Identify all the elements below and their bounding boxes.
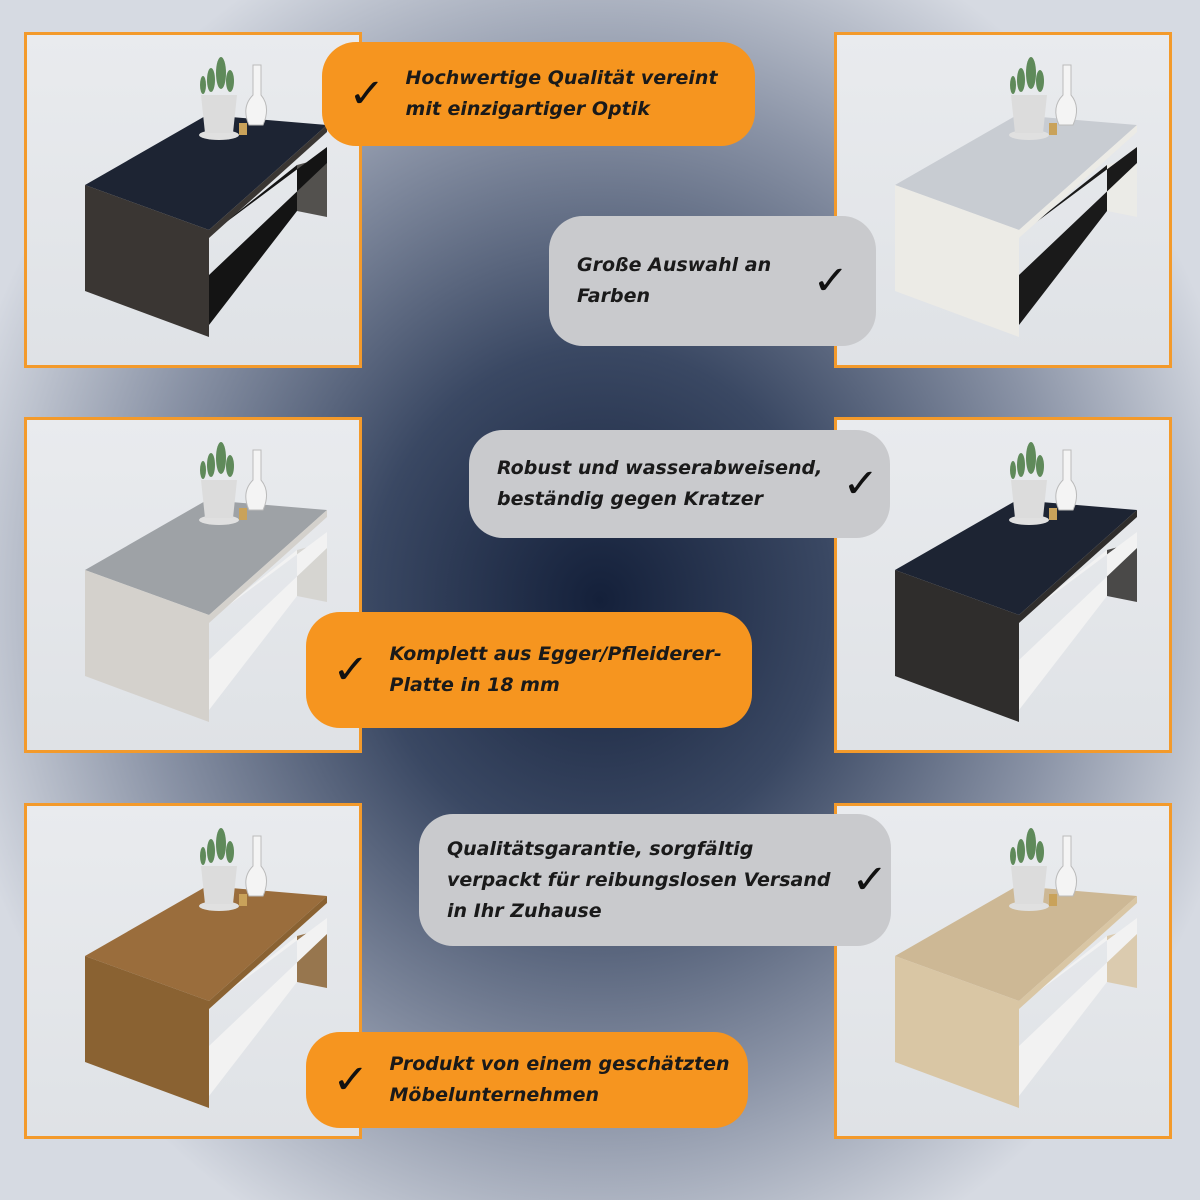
feature-text-line: in Ihr Zuhause <box>447 899 602 922</box>
diffuser <box>239 508 247 520</box>
plant-pot <box>201 95 237 133</box>
product-image-black-white <box>834 417 1172 753</box>
table-shelf <box>209 532 327 710</box>
plant-icon <box>200 828 234 865</box>
vase <box>1055 835 1077 897</box>
table-top <box>895 115 1137 230</box>
feature-badge-4: ✓ Komplett aus Egger/Pfleiderer- Platte in… <box>306 612 752 728</box>
diffuser <box>1049 508 1057 520</box>
vase <box>245 835 267 897</box>
table-shelf <box>1019 918 1137 1096</box>
check-icon: ✓ <box>842 461 880 507</box>
table-side-panel <box>895 956 1019 1108</box>
check-icon: ✓ <box>332 1057 370 1103</box>
table-side-panel <box>85 956 209 1108</box>
plant-pot <box>1011 866 1047 904</box>
feature-text-line: Qualitätsgarantie, sorgfältig <box>447 837 754 860</box>
feature-text-line: verpackt für reibungslosen Versand <box>447 868 831 891</box>
feature-text: Große Auswahl an Farben <box>577 250 771 312</box>
feature-badge-5: Qualitätsgarantie, sorgfältig verpackt fü… <box>419 814 891 946</box>
diffuser <box>239 894 247 906</box>
check-icon: ✓ <box>812 258 850 304</box>
feature-text: Qualitätsgarantie, sorgfältig verpackt fü… <box>447 834 831 927</box>
feature-text-line: Möbelunternehmen <box>389 1084 600 1106</box>
plant-pot <box>1011 480 1047 518</box>
plant-icon <box>200 442 234 479</box>
vase <box>1055 64 1077 126</box>
coffee-table-illustration <box>85 442 327 722</box>
product-image-black <box>24 32 362 368</box>
coffee-table-illustration <box>895 828 1137 1108</box>
feature-text-line: Komplett aus Egger/Pfleiderer- <box>389 643 722 665</box>
table-shelf <box>1019 147 1137 325</box>
table-top-edge <box>209 896 327 1009</box>
plant-icon <box>200 57 234 94</box>
plant-icon <box>1010 828 1044 865</box>
plant-pot <box>201 866 237 904</box>
feature-text-line: beständig gegen Kratzer <box>497 488 763 510</box>
plant-pot <box>201 480 237 518</box>
feature-text-line: Produkt von einem geschätzten <box>389 1053 730 1075</box>
table-top-edge <box>1019 510 1137 623</box>
plant-icon <box>1010 57 1044 94</box>
vase <box>245 64 267 126</box>
product-image-concrete <box>24 417 362 753</box>
diffuser <box>1049 123 1057 135</box>
table-top-edge <box>1019 125 1137 238</box>
table-top <box>85 886 327 1001</box>
product-image-oak-dark <box>24 803 362 1139</box>
table-top <box>895 886 1137 1001</box>
table-shelf <box>209 918 327 1096</box>
table-top-edge <box>209 510 327 623</box>
table-side-panel <box>895 570 1019 722</box>
feature-badge-3: Robust und wasserabweisend, beständig geg… <box>469 430 890 538</box>
feature-text: Hochwertige Qualität vereint mit einzigar… <box>406 63 718 125</box>
table-top-edge <box>209 125 327 238</box>
coffee-table-illustration <box>895 442 1137 722</box>
coffee-table-illustration <box>895 57 1137 337</box>
table-top <box>895 500 1137 615</box>
feature-text-line: Robust und wasserabweisend, <box>497 457 823 479</box>
table-shelf <box>1019 532 1137 710</box>
feature-text-line: mit einzigartiger Optik <box>405 98 650 120</box>
check-icon: ✓ <box>348 71 386 117</box>
table-top-edge <box>1019 896 1137 1009</box>
table-top <box>85 500 327 615</box>
table-side-panel <box>85 570 209 722</box>
diffuser <box>239 123 247 135</box>
diffuser <box>1049 894 1057 906</box>
feature-badge-1: ✓ Hochwertige Qualität vereint mit einziga… <box>322 42 755 146</box>
table-side-panel <box>85 185 209 337</box>
feature-text: Komplett aus Egger/Pfleiderer- Platte in … <box>390 639 722 701</box>
vase <box>1055 449 1077 511</box>
check-icon: ✓ <box>332 647 370 693</box>
feature-text-line: Platte in 18 mm <box>389 674 560 696</box>
product-image-white <box>834 32 1172 368</box>
feature-text-line: Hochwertige Qualität vereint <box>405 67 718 89</box>
plant-pot <box>1011 95 1047 133</box>
vase <box>245 449 267 511</box>
table-top <box>85 115 327 230</box>
coffee-table-illustration <box>85 828 327 1108</box>
feature-text: Robust und wasserabweisend, beständig geg… <box>497 453 822 515</box>
check-icon: ✓ <box>850 857 888 903</box>
feature-badge-2: Große Auswahl an Farben ✓ <box>549 216 876 346</box>
feature-text-line: Farben <box>577 285 651 307</box>
coffee-table-illustration <box>85 57 327 337</box>
feature-text-line: Große Auswahl an <box>577 254 772 276</box>
plant-icon <box>1010 442 1044 479</box>
table-side-panel <box>895 185 1019 337</box>
table-shelf <box>209 147 327 325</box>
